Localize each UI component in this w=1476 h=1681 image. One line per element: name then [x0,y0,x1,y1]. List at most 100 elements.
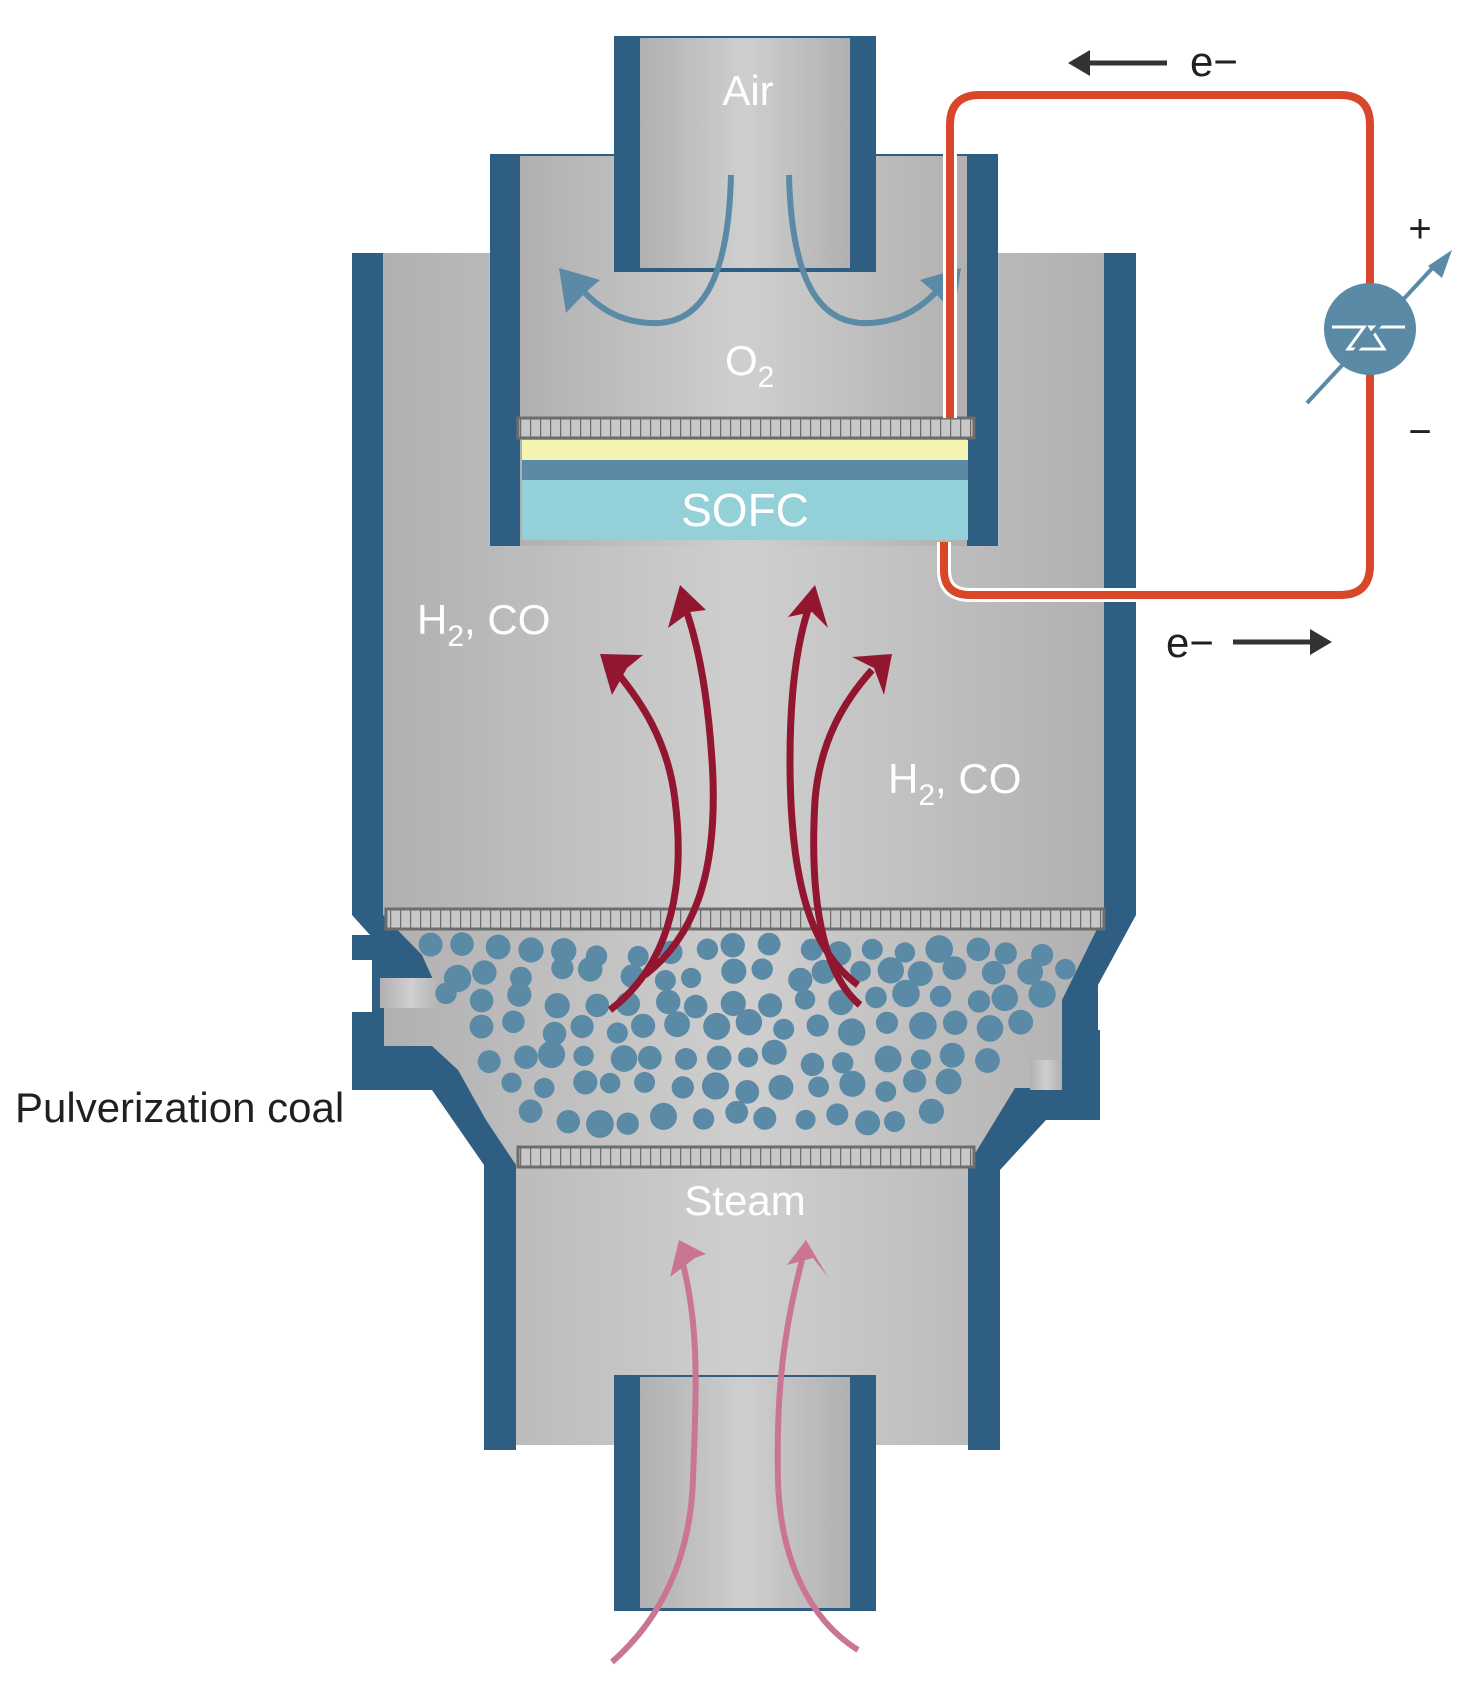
upper-distributor-mesh [384,907,1106,931]
coal-particle [875,1081,897,1102]
coal-particle [720,933,745,958]
o2-arrow-right-curve [786,174,948,327]
coal-particle [616,1112,639,1135]
coal-particle [942,1010,968,1035]
o2-label: O2 [725,337,774,394]
coal-particle [976,1015,1004,1042]
syngas-left-h: H [417,596,447,643]
coal-particle [981,960,1006,985]
electron-arrow-bottom-head [1310,629,1332,655]
coal-particle [551,957,574,980]
coal-particle [573,1070,598,1095]
coal-particle [502,1010,525,1034]
coal-particle [477,1050,501,1074]
coal-particle [761,1039,787,1065]
coal-particle [865,986,887,1009]
coal-particle [627,945,649,967]
coal-particle [808,1076,829,1098]
steam-arrow-left [610,1259,699,1665]
coal-particle [907,961,933,987]
coal-particle [634,1071,656,1093]
coal-particle [556,1110,580,1134]
coal-particle [573,1045,594,1067]
coal-particle [681,967,702,989]
coal-particle [544,993,570,1019]
coal-particle [768,1074,794,1100]
coal-particle [501,1072,522,1093]
coal-particle [1028,980,1056,1008]
steam-arrow-right [774,1259,860,1653]
sofc-label: SOFC [681,484,809,536]
sofc-current-collector-mesh [516,416,976,440]
coal-particle [773,1018,795,1040]
coal-particle [585,993,610,1018]
coal-particle [800,938,823,961]
negative-terminal-label: − [1408,410,1431,454]
coal-particle [994,942,1017,965]
syngas-label-left: H2, CO [417,596,550,653]
o2-label-subscript: 2 [758,361,775,394]
coal-particle [738,1047,759,1068]
sofc-anode-layer [522,480,968,540]
coal-particle [1017,958,1043,985]
coal-particle [877,957,904,984]
o2-arrow-left-curve [572,174,734,327]
load-adjust-arrowhead [1428,250,1452,278]
coal-particle [925,935,953,963]
coal-particle [806,1014,829,1037]
positive-terminal-label: + [1408,207,1431,251]
coal-feed-port [380,978,442,1008]
coal-particle [1055,958,1076,980]
coal-particle [855,1110,881,1136]
coal-particle [610,1045,638,1072]
syngas-left-subscript: 2 [447,620,464,653]
coal-particle [967,990,991,1013]
load-adjust-line [1305,260,1440,405]
o2-label-main: O [725,337,758,384]
coal-particle [418,932,443,957]
coal-particle [507,982,532,1007]
coal-particle [758,993,783,1018]
syngas-label-right: H2, CO [888,755,1021,812]
coal-particle [435,982,457,1005]
coal-particle [894,942,916,963]
coal-particle [577,957,603,982]
coal-particle [696,938,719,960]
syngas-arrowhead-1 [600,654,643,695]
coal-particle [939,1042,965,1068]
syngas-arrowhead-3 [788,585,828,628]
coal-particle [631,1013,656,1038]
coal-particle [757,932,781,956]
steam-arrows [610,1259,860,1665]
syngas-arrowhead-4 [852,654,892,695]
air-pipe-interior [640,38,850,268]
variable-load-icon [1305,250,1452,405]
coal-particle [534,1077,555,1099]
coal-particle [599,1072,621,1094]
coal-particle [735,1080,760,1104]
coal-particle [892,979,920,1008]
electron-arrow-top-head [1068,50,1090,76]
air-label: Air [722,67,773,114]
coal-particle [469,1014,494,1039]
coal-particle [701,1072,730,1100]
coal-particle [706,1045,732,1071]
coal-particle [637,1045,662,1070]
coal-particle [794,989,816,1010]
coal-particle [692,1108,715,1130]
coal-particle [918,1098,945,1124]
steam-inlet-pipe [614,1375,876,1611]
syngas-right-co: , CO [935,755,1021,802]
coal-particle [586,1110,614,1138]
steam-label: Steam [684,1177,805,1224]
sofc-cathode-layer [522,440,968,460]
coal-particle [551,938,577,964]
coal-particle [929,985,952,1007]
coal-particle [656,989,681,1015]
coal-particle [683,994,708,1019]
coal-particle [832,1052,854,1074]
coal-particle [795,1109,816,1130]
coal-particle [721,958,747,984]
syngas-arrow-1 [607,667,682,1013]
